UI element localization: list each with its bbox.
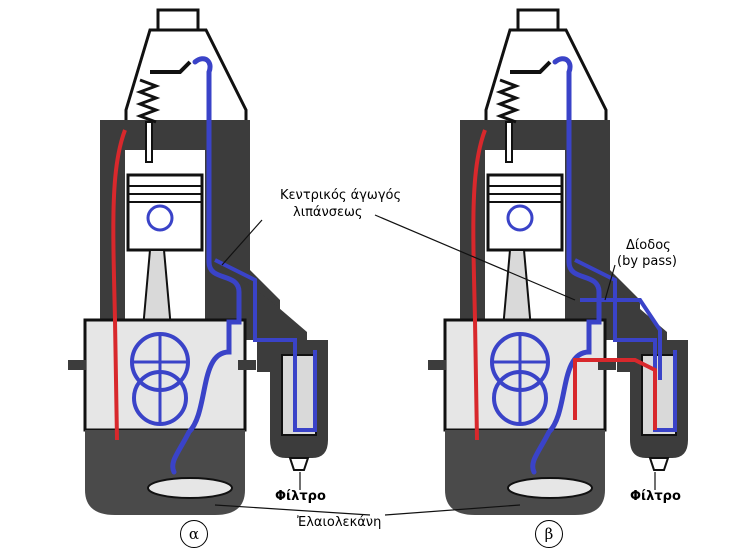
panel-a-marker: α bbox=[180, 520, 208, 548]
engine-diagram-b bbox=[428, 10, 688, 515]
leader-lines bbox=[214, 214, 656, 516]
central-line-label-1: Κεντρικός άγωγός bbox=[280, 188, 402, 203]
bypass-label-1: Δίοδος bbox=[626, 238, 671, 253]
oil-pan-label: Ἐλαιολεκάνη bbox=[297, 515, 382, 530]
panel-b-marker: β bbox=[535, 520, 563, 548]
engine-diagram-a bbox=[68, 10, 328, 515]
filter-label-b: Φίλτρο bbox=[630, 489, 681, 504]
central-line-label-2: λιπάνσεως bbox=[293, 205, 363, 220]
filter-label-a: Φίλτρο bbox=[275, 489, 326, 504]
bypass-label-2: (by pass) bbox=[617, 254, 677, 269]
